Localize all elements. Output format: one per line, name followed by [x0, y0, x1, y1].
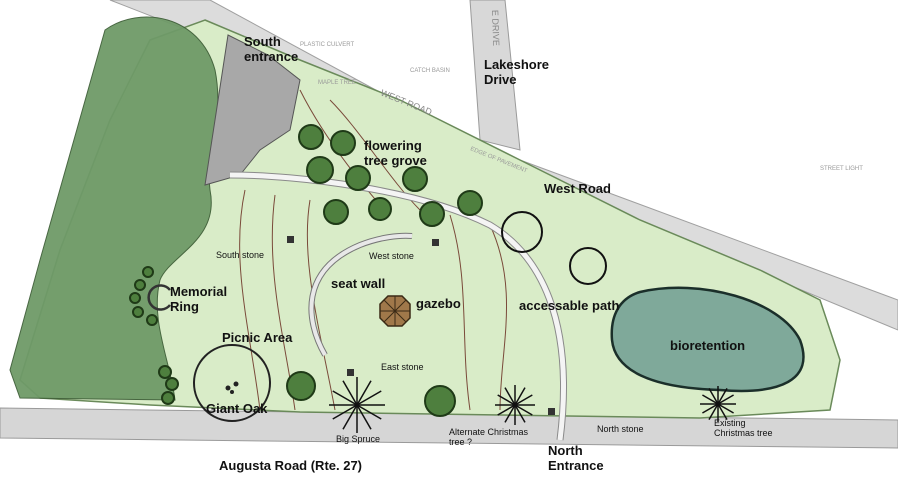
west-road-label: West Road [544, 181, 611, 196]
tree-canopy-icon [134, 279, 146, 291]
tree-canopy-icon [129, 292, 141, 304]
spruces [329, 377, 736, 433]
stone-marker-icon [287, 236, 294, 243]
gazebo-rafter [383, 299, 407, 323]
faint-catch-basin-text: CATCH BASIN [410, 68, 450, 74]
lakeshore-drive-road [469, 0, 521, 151]
faint-plastic-culvert-text: PLASTIC CULVERT [300, 42, 354, 48]
parking-lot [204, 34, 301, 186]
spruce-starburst-icon [329, 377, 385, 433]
tree-canopy-icon [165, 377, 179, 391]
tree-canopy-icon [402, 166, 428, 192]
tree-canopy-icon [457, 190, 483, 216]
tree-canopy-icon [298, 124, 324, 150]
giant-oak-label: Giant Oak [206, 401, 268, 416]
existing-tree-outline [569, 247, 607, 285]
tree-canopy-icon [132, 306, 144, 318]
gazebo-label: gazebo [416, 296, 461, 311]
tree-canopy-icon [158, 365, 172, 379]
stone-marker-icon [548, 408, 555, 415]
faint-drive-text: E DRIVE [490, 10, 501, 46]
giant-oak-circle [193, 344, 271, 422]
tree-canopy-icon [323, 199, 349, 225]
contour-line [449, 214, 471, 411]
picnic-table-dot [233, 381, 239, 387]
wooded-area [9, 16, 219, 401]
north-entrance-label: North Entrance [548, 443, 604, 473]
bioretention-pond [610, 286, 805, 393]
tree-canopy-icon [142, 266, 154, 278]
tree-canopy-icon [345, 165, 371, 191]
south-entrance-label: South entrance [244, 34, 299, 64]
existing-tree-outline [501, 211, 543, 253]
bioretention-label: bioretention [670, 338, 746, 353]
east-stone-label: East stone [381, 362, 424, 372]
contour-line [239, 189, 261, 411]
existing-christmas-tree-label: Existing Christmas tree [714, 418, 773, 438]
flowering-tree-grove [286, 124, 483, 417]
picnic-table-dot [225, 385, 231, 391]
memorial-ring-label: Memorial Ring [170, 284, 228, 314]
contour-line [489, 224, 508, 411]
spruce-starburst-icon [495, 385, 535, 425]
south-stone-label: South stone [216, 250, 265, 260]
tree-canopy-icon [146, 314, 158, 326]
seat-wall-label: seat wall [331, 276, 386, 291]
tree-canopy-icon [306, 156, 334, 184]
alternate-christmas-tree-label: Alternate Christmas tree ? [449, 427, 529, 447]
picnic-area-label: Picnic Area [222, 330, 293, 345]
augusta-road-label: Augusta Road (Rte. 27) [219, 458, 363, 473]
faint-street-light-text: STREET LIGHT [820, 166, 863, 172]
accessable-path-label: accessable path [519, 298, 620, 313]
picnic-table-dot [230, 390, 234, 394]
seat-wall-inner [309, 233, 413, 356]
tree-canopy-icon [161, 391, 175, 405]
accessable-path-walkway-inner [229, 172, 566, 441]
tree-canopy-icon [368, 197, 392, 221]
west-stone-label: West stone [369, 251, 414, 261]
memorial-ring-arc [147, 284, 171, 311]
memorial-shrubs [129, 266, 179, 405]
lakeshore-drive-label: Lakeshore Drive [484, 57, 550, 87]
tree-canopy-icon [419, 201, 445, 227]
tree-canopy-icon [330, 130, 356, 156]
stone-marker-icon [347, 369, 354, 376]
tree-canopy-icon [424, 385, 456, 417]
flowering-tree-grove-label: flowering tree grove [364, 138, 427, 168]
spruce-starburst-icon [700, 386, 736, 422]
stone-marker-icon [432, 239, 439, 246]
big-spruce-label: Big Spruce [336, 434, 381, 444]
faint-maple-tree-text: MAPLE TREE [318, 80, 356, 86]
north-stone-label: North stone [597, 424, 644, 434]
tree-canopy-icon [286, 371, 316, 401]
